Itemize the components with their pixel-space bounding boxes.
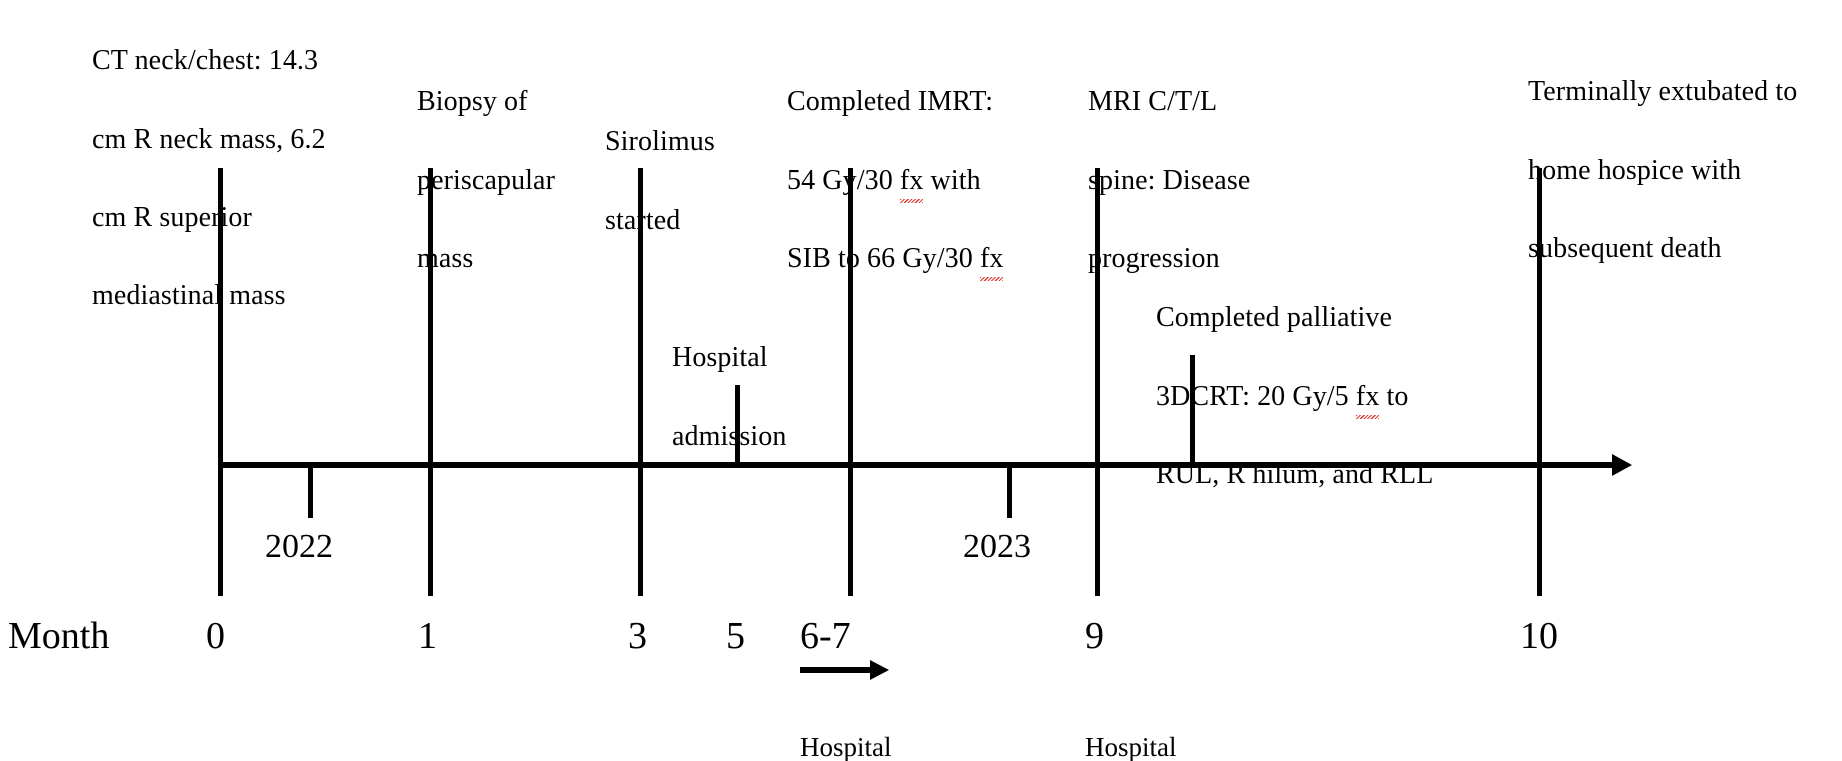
month-label-6-7: 6-7 xyxy=(800,615,851,657)
event-note-ct-scan-line2: cm R neck mass, 6.2 xyxy=(92,123,326,155)
event-stem-month-9 xyxy=(1095,168,1100,468)
hospital-admission-x2-arrow-shaft xyxy=(800,667,872,673)
event-stem-palliative xyxy=(1190,355,1195,468)
event-note-extubated-line3: subsequent death xyxy=(1528,232,1722,264)
event-note-hospital-admission-m5-line1: Hospital xyxy=(672,342,768,374)
event-stem-month-10 xyxy=(1537,168,1542,468)
event-note-sirolimus-line1: Sirolimus xyxy=(605,126,715,158)
event-note-hospital-admission-x2: Hospital admission x2 xyxy=(800,692,1040,761)
event-note-palliative-line2a: 3DCRT: 20 Gy/5 xyxy=(1156,380,1356,412)
event-note-imrt-line3b: fx xyxy=(979,239,1004,282)
event-note-mri-line2: spine: Disease xyxy=(1088,164,1251,196)
event-note-imrt-line2c: with xyxy=(923,164,981,196)
event-note-biopsy: Biopsy of periscapular mass xyxy=(417,43,617,278)
hospital-admission-x2-arrow-icon xyxy=(870,660,889,680)
event-note-hospital-admission-x2-line1: Hospital xyxy=(800,732,892,761)
month-label-1: 1 xyxy=(418,615,437,657)
month-label-5: 5 xyxy=(726,615,745,657)
year-tick-2022 xyxy=(308,468,313,518)
month-tick-3 xyxy=(638,468,643,596)
event-note-hospital-admission-m9: Hospital admission xyxy=(1085,692,1305,761)
event-note-biopsy-line3: mass xyxy=(417,242,474,274)
month-label-3: 3 xyxy=(628,615,647,657)
event-note-biopsy-line1: Biopsy of xyxy=(417,86,528,118)
event-stem-month-3 xyxy=(638,168,643,468)
event-note-extubated-line2: home hospice with xyxy=(1528,154,1742,186)
event-note-ct-scan-line3: cm R superior xyxy=(92,201,252,233)
month-label-10: 10 xyxy=(1520,615,1558,657)
event-note-ct-scan-line1: CT neck/chest: 14.3 xyxy=(92,45,319,77)
year-tick-2023 xyxy=(1007,468,1012,518)
event-stem-month-5 xyxy=(735,385,740,468)
event-stem-month-0 xyxy=(218,168,223,468)
year-label-2022: 2022 xyxy=(265,528,333,565)
year-label-2023: 2023 xyxy=(963,528,1031,565)
event-note-ct-scan: CT neck/chest: 14.3 cm R neck mass, 6.2 … xyxy=(92,2,360,316)
month-tick-10 xyxy=(1537,468,1542,596)
event-stem-month-6-7 xyxy=(848,168,853,468)
event-note-imrt-line2b: fx xyxy=(899,161,924,203)
event-note-hospital-admission-m9-line1: Hospital xyxy=(1085,732,1177,761)
event-stem-month-1 xyxy=(428,168,433,468)
event-note-ct-scan-line4: mediastinal mass xyxy=(92,280,286,312)
event-note-palliative-line1: Completed palliative xyxy=(1156,302,1393,334)
event-note-imrt-line2a: 54 Gy/30 xyxy=(787,164,900,196)
month-tick-1 xyxy=(428,468,433,596)
month-tick-9 xyxy=(1095,468,1100,596)
event-note-extubated-line1: Terminally extubated to xyxy=(1528,76,1798,108)
timeline-axis xyxy=(218,462,1618,468)
event-note-biopsy-line2: periscapular xyxy=(417,164,556,196)
event-note-mri: MRI C/T/L spine: Disease progression xyxy=(1088,43,1318,278)
event-note-imrt-line3a: SIB to 66 Gy/30 xyxy=(787,242,980,274)
timeline-axis-arrow-icon xyxy=(1612,454,1632,476)
event-note-extubated: Terminally extubated to home hospice wit… xyxy=(1528,33,1842,268)
event-note-imrt-line1: Completed IMRT: xyxy=(787,86,994,118)
month-label-9: 9 xyxy=(1085,615,1104,657)
month-tick-0 xyxy=(218,468,223,596)
event-note-imrt: Completed IMRT: 54 Gy/30 fx with SIB to … xyxy=(787,43,1057,282)
month-tick-6-7 xyxy=(848,468,853,596)
event-note-mri-line3: progression xyxy=(1088,242,1220,274)
axis-caption-month: Month xyxy=(8,615,110,657)
month-label-0: 0 xyxy=(206,615,225,657)
event-note-palliative-line2c: to xyxy=(1379,380,1409,412)
event-note-palliative: Completed palliative 3DCRT: 20 Gy/5 fx t… xyxy=(1156,259,1496,494)
event-note-palliative-line2b: fx xyxy=(1355,377,1380,419)
event-note-hospital-admission-m5: Hospital admission xyxy=(672,299,862,456)
event-note-mri-line1: MRI C/T/L xyxy=(1088,86,1218,118)
event-note-hospital-admission-m5-line2: admission xyxy=(672,420,787,452)
event-note-sirolimus: Sirolimus started xyxy=(605,83,785,240)
